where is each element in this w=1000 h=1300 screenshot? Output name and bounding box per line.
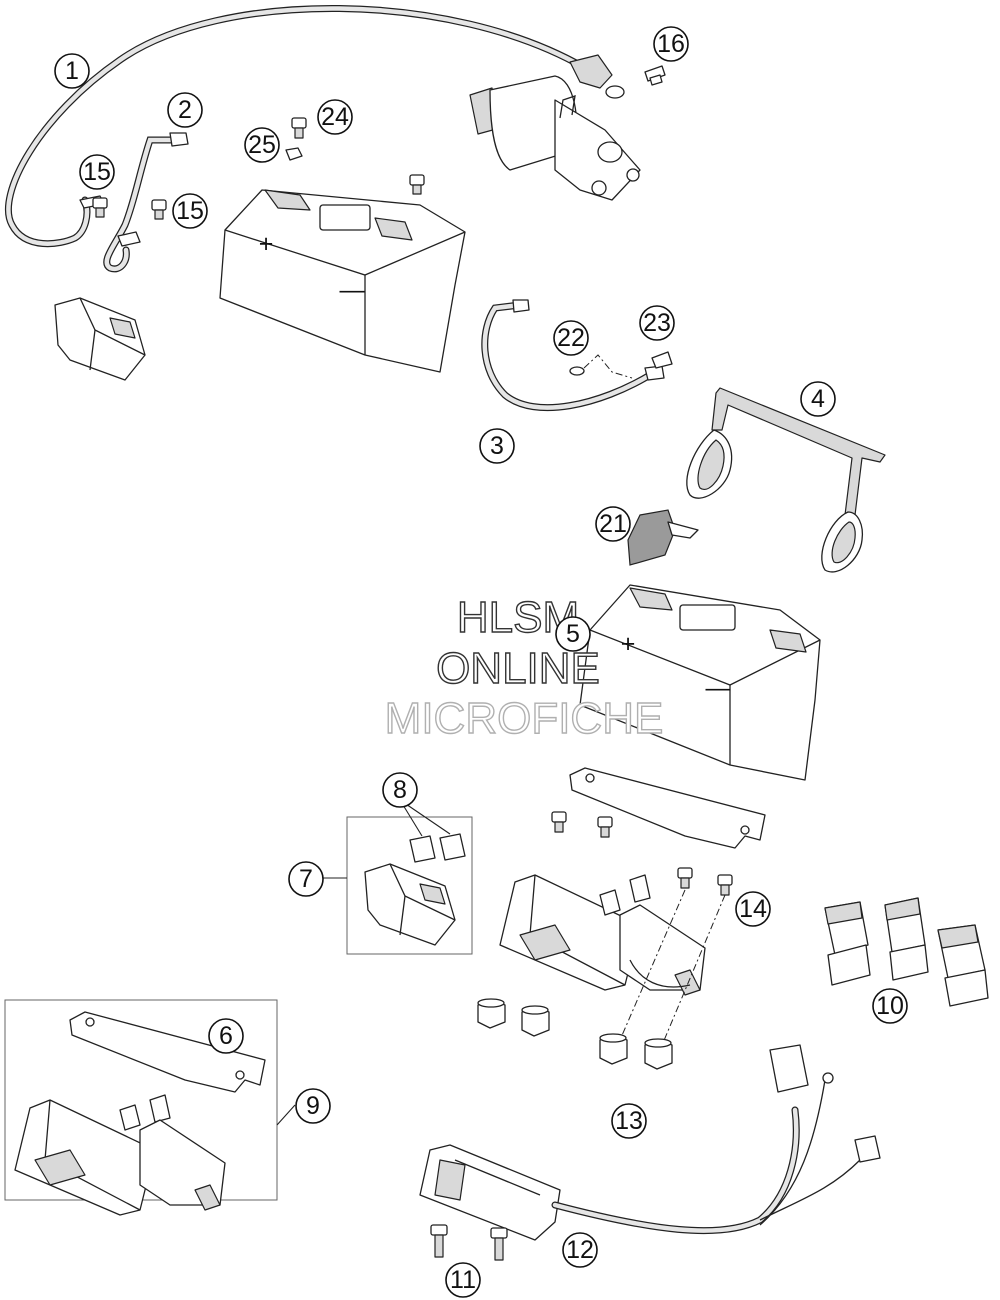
svg-text:2: 2 xyxy=(178,96,192,124)
screws-14 xyxy=(619,867,733,1051)
nut-25 xyxy=(285,147,303,161)
callout-2[interactable]: 2 xyxy=(167,92,203,128)
callout-22[interactable]: 22 xyxy=(553,320,589,356)
battery-minus-label: — xyxy=(340,276,365,304)
bolt-16 xyxy=(644,65,666,86)
battery-5-plus-label: + xyxy=(621,630,636,658)
callout-23[interactable]: 23 xyxy=(639,305,675,341)
svg-text:15: 15 xyxy=(83,158,111,186)
svg-text:25: 25 xyxy=(248,131,276,159)
callout-13[interactable]: 13 xyxy=(611,1103,647,1139)
svg-text:6: 6 xyxy=(219,1022,233,1050)
callout-3[interactable]: 3 xyxy=(479,428,515,464)
starter-cable-1 xyxy=(4,4,625,248)
svg-text:15: 15 xyxy=(176,197,204,225)
svg-text:1: 1 xyxy=(65,57,79,85)
battery-upper: + — xyxy=(219,189,466,373)
fuse-box-assembly-9 xyxy=(4,999,278,1216)
starter-motor xyxy=(469,75,641,201)
svg-text:7: 7 xyxy=(299,865,313,893)
terminal-cover-21 xyxy=(627,509,699,566)
callout-5[interactable]: 5 xyxy=(555,616,591,652)
svg-text:21: 21 xyxy=(599,510,627,538)
relay-assembly-box-7 xyxy=(346,816,473,955)
battery-strap-4 xyxy=(686,387,886,573)
svg-text:4: 4 xyxy=(811,385,825,413)
fuse-box-center xyxy=(499,874,706,996)
callout-9[interactable]: 9 xyxy=(295,1088,331,1124)
callout-8[interactable]: 8 xyxy=(382,772,418,808)
svg-text:3: 3 xyxy=(490,432,504,460)
callout-16[interactable]: 16 xyxy=(653,26,689,62)
callout-7[interactable]: 7 xyxy=(288,861,324,897)
svg-text:22: 22 xyxy=(557,324,585,352)
watermark-line-3: MICROFICHE xyxy=(385,694,664,743)
screw-23 xyxy=(651,351,673,369)
ground-cable-2 xyxy=(103,132,189,273)
callout-11[interactable]: 11 xyxy=(445,1262,481,1298)
watermark: HLSM ONLINE MICROFICHE xyxy=(384,592,664,743)
battery-cable-3 xyxy=(481,299,665,412)
callout-10[interactable]: 10 xyxy=(872,988,908,1024)
bolt-15a xyxy=(92,197,108,218)
bolt-15b xyxy=(151,199,167,220)
svg-text:8: 8 xyxy=(393,776,407,804)
svg-text:12: 12 xyxy=(566,1236,594,1264)
callout-25[interactable]: 25 xyxy=(244,127,280,163)
svg-text:16: 16 xyxy=(657,30,685,58)
svg-text:9: 9 xyxy=(306,1092,320,1120)
callout-15b[interactable]: 15 xyxy=(172,193,208,229)
svg-text:5: 5 xyxy=(566,620,580,648)
plate-bolts xyxy=(551,811,613,838)
battery-5: + — xyxy=(579,584,821,781)
watermark-line-1: HLSM xyxy=(457,593,579,642)
battery-5-minus-label: — xyxy=(706,674,731,702)
washer-22 xyxy=(569,366,585,376)
svg-text:24: 24 xyxy=(321,103,349,131)
svg-text:14: 14 xyxy=(739,895,767,923)
watermark-line-2: ONLINE xyxy=(436,644,600,693)
rubber-mounts xyxy=(477,998,673,1070)
battery-plus-label: + xyxy=(259,230,274,258)
callout-14[interactable]: 14 xyxy=(735,891,771,927)
mount-plate-right xyxy=(569,767,766,849)
fuses-8 xyxy=(399,799,466,863)
svg-text:23: 23 xyxy=(643,309,671,337)
callout-4[interactable]: 4 xyxy=(800,381,836,417)
bolt-24 xyxy=(291,117,307,139)
callout-21[interactable]: 21 xyxy=(595,506,631,542)
bolts-11 xyxy=(430,1224,508,1261)
callout-6[interactable]: 6 xyxy=(208,1018,244,1054)
callout-24[interactable]: 24 xyxy=(317,99,353,135)
relay-left xyxy=(54,297,146,381)
voltage-regulator-12 xyxy=(419,1044,881,1241)
svg-text:10: 10 xyxy=(876,992,904,1020)
svg-text:13: 13 xyxy=(615,1107,643,1135)
callout-15a[interactable]: 15 xyxy=(79,154,115,190)
callout-12[interactable]: 12 xyxy=(562,1232,598,1268)
fuses-10 xyxy=(824,897,989,1007)
callout-1[interactable]: 1 xyxy=(54,53,90,89)
svg-text:11: 11 xyxy=(450,1266,476,1294)
